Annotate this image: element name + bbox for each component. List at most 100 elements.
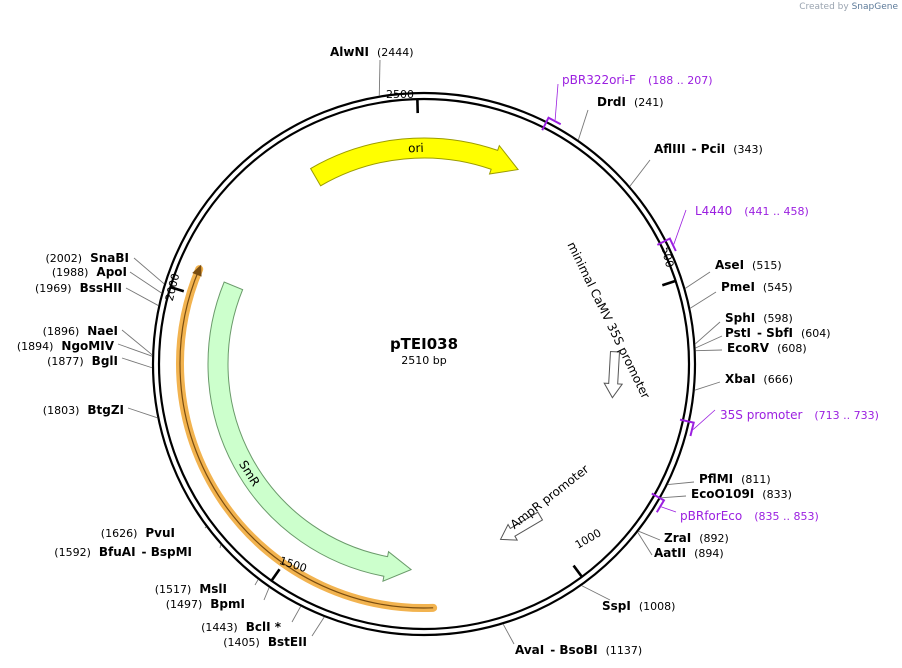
pvui-site-label[interactable]: (1626) PvuI: [101, 526, 175, 540]
bsshii-leader: [125, 287, 159, 306]
zrai-site-label[interactable]: ZraI (892): [664, 531, 729, 545]
bcli-site-label[interactable]: (1443)BclI *: [201, 620, 282, 634]
tick-2000: [170, 285, 185, 293]
ecoo109i-site-label[interactable]: EcoO109I(833): [691, 487, 792, 501]
pflmi-leader: [667, 481, 695, 486]
pbrforeco-primer-mark: [651, 492, 666, 513]
ecoo109i-position: (833): [762, 488, 792, 501]
pbrforeco-primer-leader: [661, 506, 677, 513]
tick-label-2500: 2500: [386, 88, 414, 101]
xbai-position: (666): [763, 373, 793, 386]
pvui-name: PvuI: [145, 526, 175, 540]
tick-label-2000: 2000: [163, 272, 182, 302]
bpmi-position: (1497): [166, 598, 203, 611]
drdi-position: (241): [634, 96, 664, 109]
psti-site-label[interactable]: PstI- SbfI(604): [725, 326, 831, 340]
msli-name: MslI: [199, 582, 227, 596]
pmei-position: (545): [763, 281, 793, 294]
zrai-name: ZraI: [664, 531, 691, 545]
plasmid-size: 2510 bp: [401, 354, 446, 367]
alwni-name: AlwNI: [330, 45, 369, 59]
pmei-site-label[interactable]: PmeI (545): [721, 280, 793, 294]
bfuai-isoschizomer: - BspMI: [142, 545, 192, 559]
btgzi-leader: [127, 407, 158, 419]
pflmi-name: PflMI: [699, 472, 733, 486]
sspi-leader: [581, 585, 611, 601]
aatii-position: (894): [694, 547, 724, 560]
alwni-position: (2444): [377, 46, 414, 59]
psti-name: PstI: [725, 326, 751, 340]
asei-site-label[interactable]: AseI(515): [715, 258, 782, 272]
center-label: pTEI038 2510 bp: [390, 335, 458, 367]
sspi-site-label[interactable]: SspI (1008): [602, 599, 675, 613]
pbr322ori-f-primer-label[interactable]: pBR322ori-F(188 .. 207): [562, 73, 713, 87]
tick-1500: [270, 568, 281, 582]
pvui-position: (1626): [101, 527, 138, 540]
msli-site-label[interactable]: (1517)MslI: [155, 582, 227, 596]
zrai-leader: [638, 530, 661, 541]
pbrforeco-primer-label[interactable]: pBRforEco(835 .. 853): [680, 509, 819, 523]
bsteii-site-label[interactable]: (1405) BstEII: [223, 635, 307, 649]
backbone-layer: [151, 91, 697, 637]
pflmi-site-label[interactable]: PflMI(811): [699, 472, 771, 486]
label-layer: AlwNI (2444) DrdI (241) AflIII - PciI (343) Ase…: [17, 45, 879, 657]
bfuai-site-label[interactable]: (1592)BfuAI- BspMI: [54, 545, 192, 559]
tick-label-1000: 1000: [573, 526, 604, 551]
afliii-isoschizomer: - PciI: [692, 142, 726, 156]
alwni-site-label[interactable]: AlwNI (2444): [330, 45, 414, 59]
minimal-camv-35s-promoter-arrow: [603, 350, 624, 399]
bsshii-site-label[interactable]: (1969)BssHII: [35, 281, 122, 295]
naei-position: (1896): [43, 325, 80, 338]
xbai-site-label[interactable]: XbaI(666): [725, 372, 793, 386]
avai-site-label[interactable]: AvaI- BsoBI(1137): [515, 643, 642, 657]
sphi-leader: [694, 321, 721, 345]
zrai-position: (892): [699, 532, 729, 545]
aatii-site-label[interactable]: AatII(894): [654, 546, 724, 560]
35s-promoter-primer-name: 35S promoter: [720, 408, 802, 422]
alwni-leader: [378, 59, 381, 96]
snabi-leader: [133, 257, 165, 285]
drdi-name: DrdI: [597, 95, 626, 109]
xbai-leader: [694, 381, 721, 391]
bsteii-position: (1405): [223, 636, 260, 649]
created-by-label: Created by: [799, 2, 849, 12]
sspi-position: (1008): [639, 600, 676, 613]
bgli-site-label[interactable]: (1877)BglI: [47, 354, 118, 368]
bgli-position: (1877): [47, 355, 84, 368]
bpmi-leader: [263, 587, 270, 601]
bpmi-site-label[interactable]: (1497) BpmI: [166, 597, 245, 611]
ngomiv-position: (1894): [17, 340, 54, 353]
backbone-outer-strand: [151, 91, 697, 637]
pbrforeco-primer-range: (835 .. 853): [754, 510, 819, 523]
snabi-site-label[interactable]: (2002)SnaBI: [46, 251, 129, 265]
ngomiv-site-label[interactable]: (1894) NgoMIV: [17, 339, 115, 353]
plasmid-name: pTEI038: [390, 335, 458, 353]
bgli-leader: [121, 357, 153, 369]
sspi-name: SspI: [602, 599, 631, 613]
afliii-name: AflIII: [654, 142, 686, 156]
pbr322ori-f-primer-name: pBR322ori-F: [562, 73, 636, 87]
pbr322ori-f-primer-mark: [541, 116, 562, 131]
bpmi-name: BpmI: [210, 597, 245, 611]
l4440-primer-label[interactable]: L4440(441 .. 458): [695, 204, 809, 218]
bsshii-position: (1969): [35, 282, 72, 295]
afliii-leader: [629, 159, 651, 187]
pvui-leader: [204, 526, 207, 529]
sphi-site-label[interactable]: SphI(598): [725, 311, 793, 325]
btgzi-position: (1803): [43, 404, 80, 417]
afliii-position: (343): [733, 143, 763, 156]
ecorv-site-label[interactable]: EcoRV(608): [727, 341, 807, 355]
ngomiv-name: NgoMIV: [61, 339, 114, 353]
apoi-site-label[interactable]: (1988)ApoI: [52, 265, 127, 279]
bsteii-name: BstEII: [268, 635, 307, 649]
avai-name: AvaI: [515, 643, 544, 657]
35s-promoter-primer-mark: [679, 418, 695, 437]
drdi-site-label[interactable]: DrdI (241): [597, 95, 664, 109]
afliii-site-label[interactable]: AflIII - PciI (343): [654, 142, 763, 156]
bfuai-name: BfuAI: [99, 545, 136, 559]
35s-promoter-primer-label[interactable]: 35S promoter(713 .. 733): [720, 408, 879, 422]
pmei-name: PmeI: [721, 280, 755, 294]
naei-site-label[interactable]: (1896)NaeI: [43, 324, 118, 338]
avai-position: (1137): [606, 644, 643, 657]
btgzi-site-label[interactable]: (1803)BtgZI: [43, 403, 124, 417]
